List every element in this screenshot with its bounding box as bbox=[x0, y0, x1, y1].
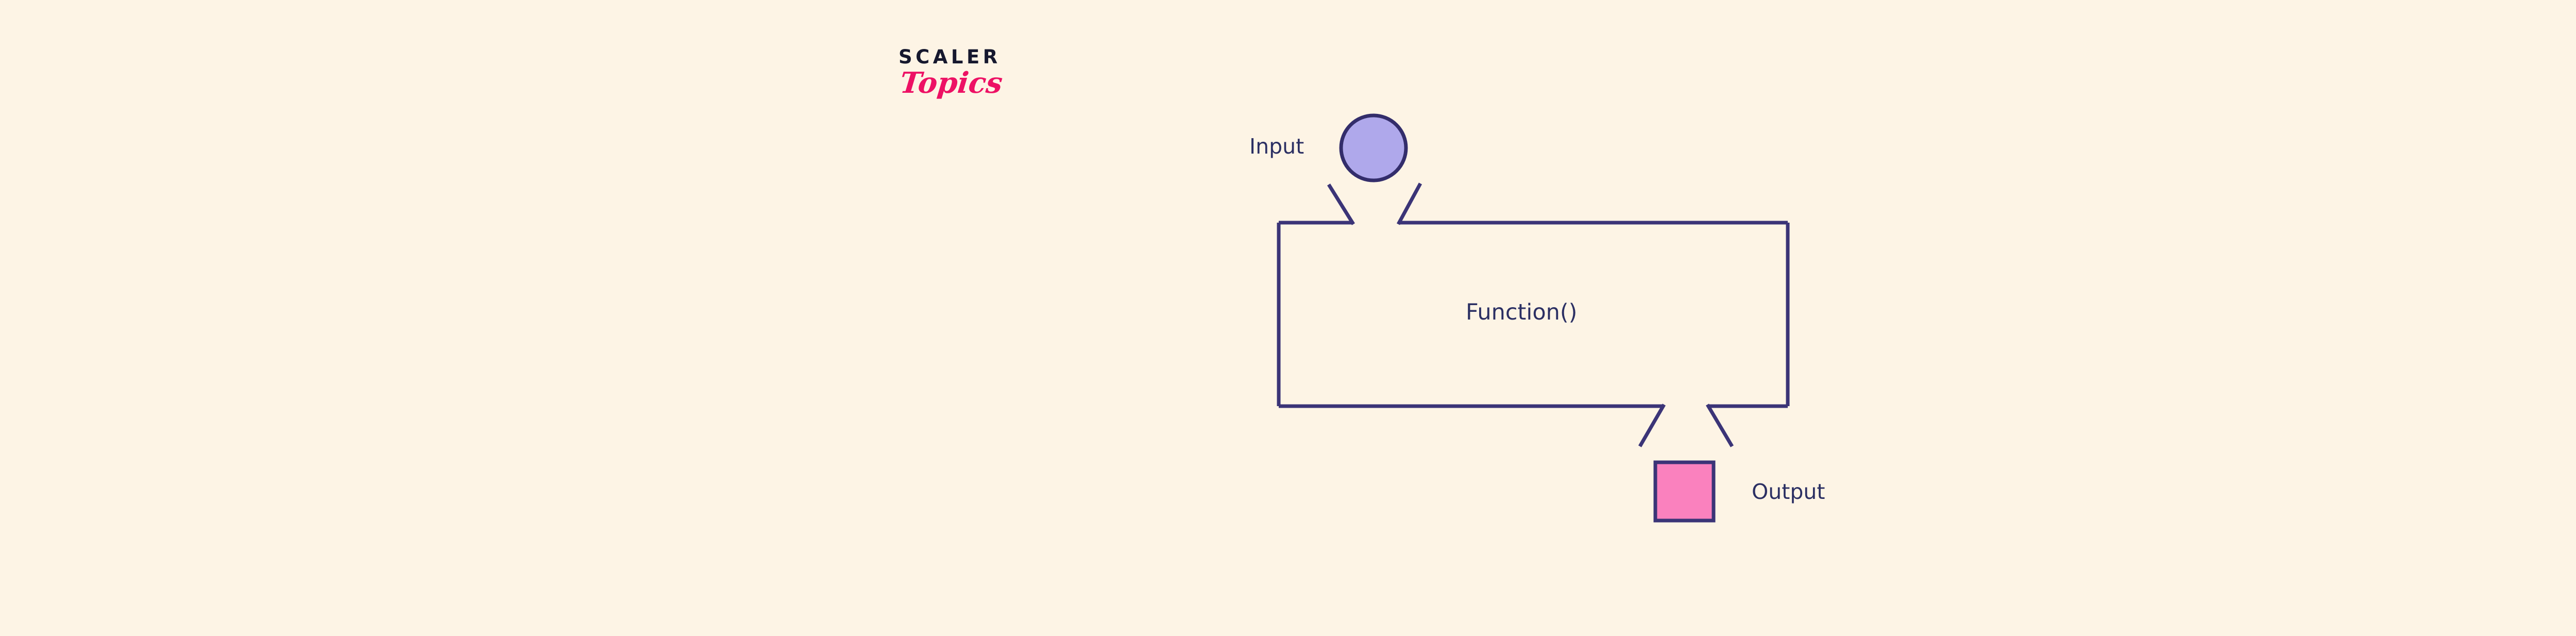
output-connector-right-line bbox=[1705, 404, 1734, 447]
function-box bbox=[1277, 221, 1790, 408]
input-label: Input bbox=[1249, 134, 1304, 159]
output-connector-left-line bbox=[1638, 404, 1666, 447]
function-box-label: Function() bbox=[1466, 299, 1577, 325]
output-node-square[interactable] bbox=[1653, 460, 1716, 523]
output-connector bbox=[1638, 404, 1734, 447]
input-connector bbox=[1327, 182, 1422, 225]
input-connector-left-line bbox=[1327, 183, 1355, 225]
input-node-circle[interactable] bbox=[1339, 113, 1408, 182]
input-connector-right-line bbox=[1396, 182, 1422, 225]
output-label: Output bbox=[1752, 479, 1825, 504]
logo-primary-text: SCALER bbox=[899, 46, 1001, 68]
scaler-topics-logo: SCALER Topics bbox=[899, 47, 1032, 114]
